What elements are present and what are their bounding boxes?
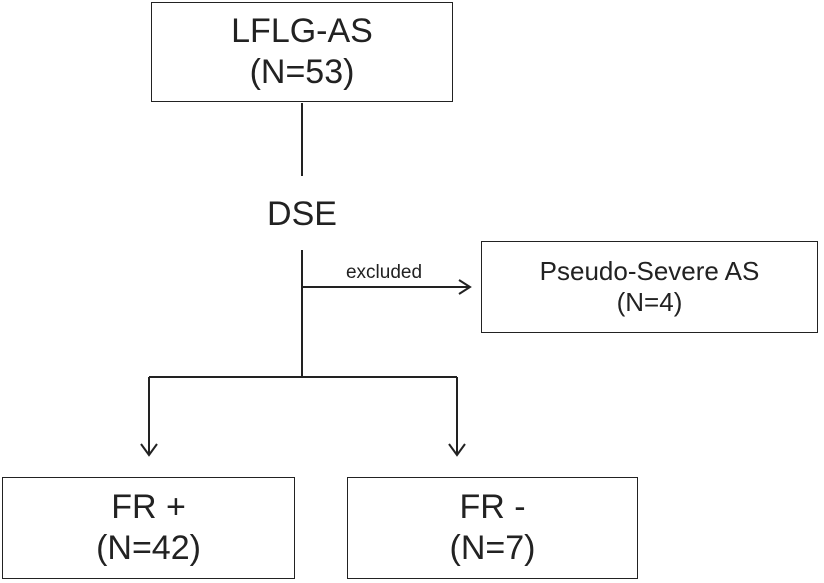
node-pseudo-severe-as-title: Pseudo-Severe AS [539, 255, 760, 286]
node-lflg-as-title: LFLG-AS [231, 12, 373, 51]
node-fr-minus: FR - (N=7) [347, 477, 638, 579]
excluded-arrowhead [458, 279, 472, 295]
node-fr-minus-count: (N=7) [449, 529, 536, 567]
node-fr-plus-title: FR + [111, 488, 186, 527]
fr-plus-arrowhead [140, 443, 158, 457]
node-pseudo-severe-as-count: (N=4) [616, 287, 683, 317]
node-fr-plus-count: (N=42) [96, 529, 201, 567]
node-fr-plus: FR + (N=42) [2, 477, 295, 579]
node-fr-minus-title: FR - [459, 488, 526, 527]
node-lflg-as-count: (N=53) [249, 53, 355, 91]
node-lflg-as: LFLG-AS (N=53) [151, 2, 453, 102]
fr-minus-arrowhead [448, 443, 466, 457]
dse-label: DSE [267, 195, 337, 233]
node-pseudo-severe-as: Pseudo-Severe AS (N=4) [481, 241, 818, 333]
excluded-edge-label: excluded [345, 262, 423, 283]
